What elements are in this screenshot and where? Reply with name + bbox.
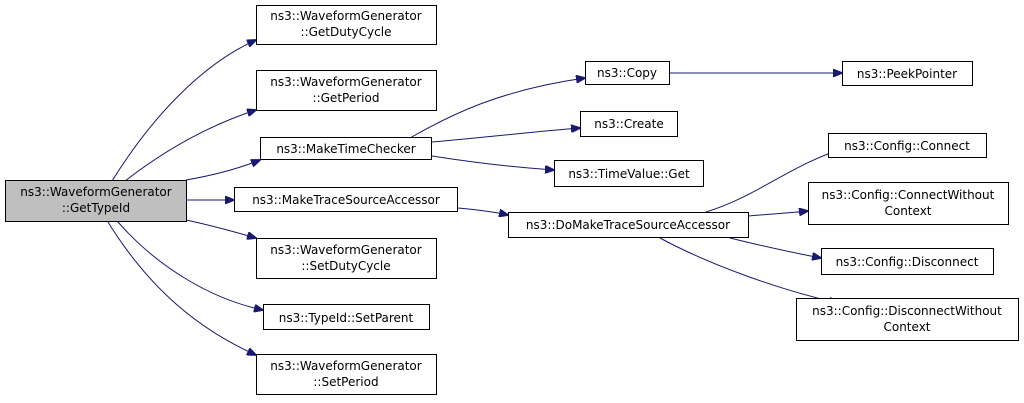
edge-root-to-get-period — [124, 110, 256, 182]
node-get-duty-cycle-line2: ::GetDutyCycle — [301, 25, 392, 39]
node-get-duty-cycle-line1: ns3::WaveformGenerator — [270, 9, 421, 23]
node-root[interactable]: ns3::WaveformGenerator ::GetTypeId — [5, 180, 187, 222]
node-config-connect-without-context-line1: ns3::Config::ConnectWithout — [822, 188, 995, 202]
node-config-connect-without-context[interactable]: ns3::Config::ConnectWithout Context — [808, 182, 1009, 225]
node-create-label: ns3::Create — [594, 117, 663, 131]
node-timevalue-get-label: ns3::TimeValue::Get — [568, 167, 690, 181]
node-create[interactable]: ns3::Create — [580, 111, 678, 137]
edge-make-time-checker-to-copy — [409, 78, 585, 139]
node-config-disconnect-label: ns3::Config::Disconnect — [836, 255, 979, 269]
node-config-connect[interactable]: ns3::Config::Connect — [828, 133, 987, 158]
edge-root-to-get-duty-cycle — [111, 40, 256, 182]
edge-make-time-checker-to-timevalue-get — [431, 155, 554, 170]
node-set-duty-cycle-line2: ::SetDutyCycle — [301, 259, 390, 273]
edge-root-to-set-duty-cycle — [185, 219, 256, 238]
node-do-make-trace-source-accessor[interactable]: ns3::DoMakeTraceSourceAccessor — [508, 212, 749, 238]
node-make-time-checker-label: ns3::MakeTimeChecker — [276, 142, 415, 156]
node-typeid-set-parent[interactable]: ns3::TypeId::SetParent — [263, 304, 430, 330]
node-config-connect-label: ns3::Config::Connect — [844, 139, 970, 153]
node-copy[interactable]: ns3::Copy — [585, 61, 670, 85]
edge-do-make-to-config-disconnect — [729, 237, 821, 258]
node-config-disconnect-without-context-line2: Context — [883, 320, 930, 334]
node-do-make-trace-source-accessor-label: ns3::DoMakeTraceSourceAccessor — [526, 218, 730, 232]
node-config-connect-without-context-line2: Context — [884, 204, 931, 218]
edge-make-time-checker-to-create — [431, 128, 580, 143]
edge-make-trace-source-accessor-to-do-make — [457, 207, 508, 215]
node-timevalue-get[interactable]: ns3::TimeValue::Get — [554, 160, 704, 187]
edge-root-to-make-time-checker — [185, 160, 260, 181]
edge-root-to-typeid-set-parent — [117, 221, 263, 310]
node-peek-pointer-label: ns3::PeekPointer — [857, 67, 957, 81]
node-set-duty-cycle-line1: ns3::WaveformGenerator — [270, 243, 421, 257]
node-config-disconnect-without-context[interactable]: ns3::Config::DisconnectWithout Context — [796, 298, 1019, 341]
node-copy-label: ns3::Copy — [597, 66, 657, 80]
node-get-period-line2: ::GetPeriod — [313, 91, 380, 105]
edge-root-to-set-period — [107, 221, 256, 355]
edge-do-make-to-disconnect-without-context — [659, 237, 838, 303]
node-set-duty-cycle[interactable]: ns3::WaveformGenerator ::SetDutyCycle — [256, 238, 437, 279]
node-get-period[interactable]: ns3::WaveformGenerator ::GetPeriod — [256, 70, 437, 111]
edge-do-make-to-config-connect — [705, 148, 845, 213]
node-set-period-line1: ns3::WaveformGenerator — [270, 359, 421, 373]
node-get-duty-cycle[interactable]: ns3::WaveformGenerator ::GetDutyCycle — [256, 5, 437, 45]
node-root-line1: ns3::WaveformGenerator — [20, 185, 171, 199]
node-set-period-line2: ::SetPeriod — [313, 375, 378, 389]
edge-do-make-to-connect-without-context — [747, 211, 808, 217]
node-make-time-checker[interactable]: ns3::MakeTimeChecker — [260, 137, 432, 160]
node-config-disconnect-without-context-line1: ns3::Config::DisconnectWithout — [812, 304, 1002, 318]
node-set-period[interactable]: ns3::WaveformGenerator ::SetPeriod — [256, 354, 437, 395]
node-config-disconnect[interactable]: ns3::Config::Disconnect — [821, 248, 994, 275]
node-root-line2: ::GetTypeId — [62, 201, 130, 215]
node-get-period-line1: ns3::WaveformGenerator — [270, 75, 421, 89]
node-peek-pointer[interactable]: ns3::PeekPointer — [842, 61, 973, 86]
edges — [107, 40, 845, 355]
node-make-trace-source-accessor-label: ns3::MakeTraceSourceAccessor — [252, 193, 440, 207]
node-make-trace-source-accessor[interactable]: ns3::MakeTraceSourceAccessor — [234, 187, 458, 212]
node-typeid-set-parent-label: ns3::TypeId::SetParent — [279, 311, 414, 325]
